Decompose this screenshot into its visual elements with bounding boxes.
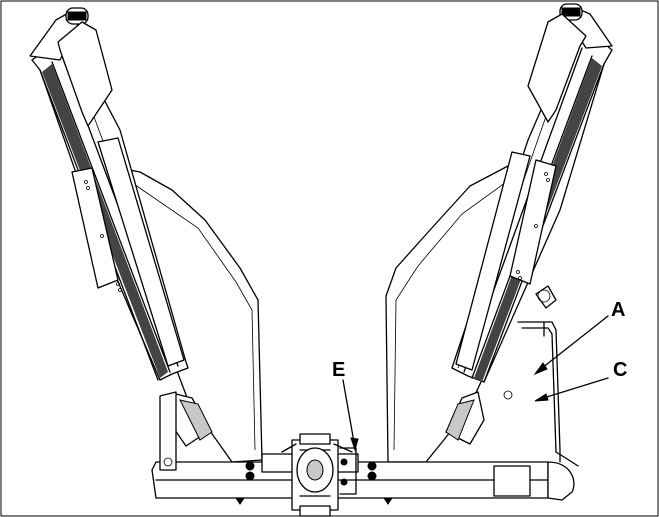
callout-leaders xyxy=(342,315,609,452)
center-drive-assembly xyxy=(261,433,359,517)
leader-line-c xyxy=(536,377,609,401)
left-arm-assembly xyxy=(29,7,263,463)
arrowhead-e xyxy=(350,437,359,452)
leader-line-a xyxy=(536,315,609,373)
right-arm-assembly xyxy=(385,3,613,467)
leader-line-e xyxy=(342,379,356,449)
callout-label-c: C xyxy=(613,359,627,381)
callout-label-a: A xyxy=(611,299,625,321)
base-frame xyxy=(151,391,575,505)
callout-label-e: E xyxy=(332,359,345,381)
arrowhead-a xyxy=(533,362,548,376)
arrowhead-c xyxy=(534,393,549,402)
